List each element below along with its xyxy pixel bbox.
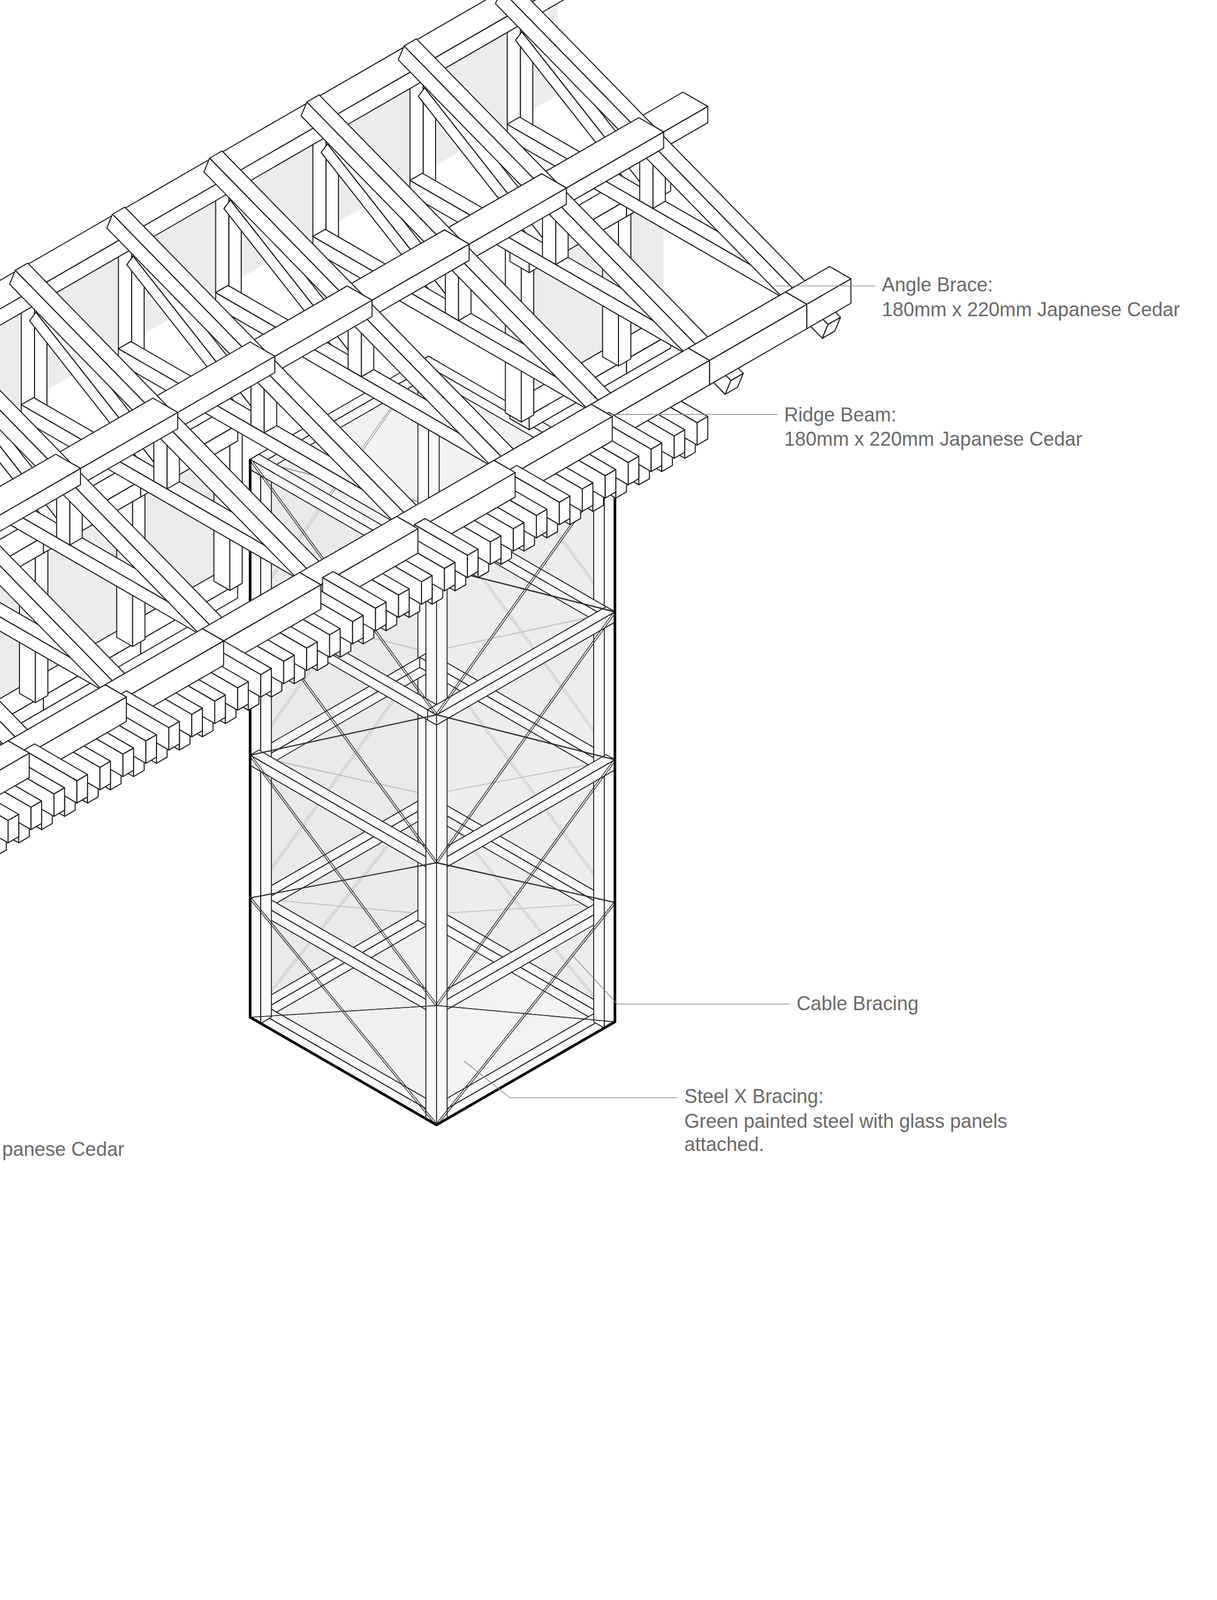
timber-face — [202, 572, 321, 642]
timber-face — [493, 404, 613, 473]
steel-ring — [249, 1002, 446, 1126]
cable-brace — [251, 607, 438, 863]
rafter — [204, 151, 549, 507]
cable-brace — [437, 715, 617, 760]
timber-face — [444, 173, 567, 244]
cable-brace — [251, 715, 438, 756]
steel-ring — [427, 606, 615, 725]
timber-face — [436, 902, 616, 1016]
cable-brace — [251, 862, 438, 899]
timber-face — [436, 759, 616, 874]
timber-face — [249, 1002, 446, 1115]
cable-brace — [437, 1005, 617, 1022]
steel-ring — [249, 750, 446, 874]
leader-line — [612, 413, 778, 415]
leader-line — [464, 1061, 678, 1098]
timber-face — [495, 0, 828, 339]
timber-face — [299, 516, 418, 586]
axonometric-frame — [0, 0, 852, 1126]
cable-brace — [251, 898, 438, 1126]
purlin — [0, 454, 81, 542]
callout-label: Ridge Beam: — [784, 403, 897, 427]
steel-ring — [427, 754, 615, 873]
timber-face — [590, 348, 710, 417]
timber-face — [249, 286, 372, 357]
callout-label: Green painted steel with glass panels at… — [684, 1109, 1063, 1157]
timber-face — [436, 560, 448, 1125]
timber-face — [55, 398, 178, 469]
timber-face — [152, 342, 275, 413]
rafter — [495, 0, 841, 339]
rafter — [9, 263, 355, 620]
timber-face — [301, 102, 634, 451]
timber-face — [427, 897, 615, 1006]
timber-face — [0, 740, 30, 810]
cable-brace — [435, 759, 615, 1006]
timber-face — [427, 754, 615, 863]
ridge-beam — [0, 740, 30, 834]
cable-brace — [251, 755, 438, 1006]
timber-face — [427, 606, 615, 715]
timber-face — [249, 755, 437, 873]
callout-label: 180mm x 220mm Japanese Cedar — [881, 297, 1180, 322]
timber-face — [541, 117, 664, 188]
steel-ring — [427, 1006, 615, 1125]
timber-face — [249, 750, 446, 863]
timber-face — [604, 464, 616, 1029]
timber-face — [427, 1006, 615, 1115]
timber-face — [0, 454, 81, 525]
cable-brace — [437, 759, 617, 1006]
timber-face — [347, 229, 469, 301]
timber-face — [8, 684, 127, 754]
leader-line — [775, 285, 876, 287]
timber-face — [398, 45, 731, 395]
timber-face — [249, 898, 437, 1016]
timber-face — [436, 612, 616, 726]
cable-brace — [437, 612, 617, 863]
callout-label: Steel X Bracing: — [684, 1084, 824, 1108]
cable-brace — [437, 862, 617, 903]
callout-label: Cable Bracing — [796, 991, 919, 1016]
steel-ring — [249, 893, 446, 1017]
cable-brace — [435, 862, 615, 903]
timber-face — [105, 628, 224, 698]
callout-label: Angle Brace: — [881, 273, 994, 297]
cable-brace — [248, 862, 435, 899]
rafter — [398, 38, 744, 395]
cable-brace — [248, 715, 435, 756]
leader-line — [571, 954, 791, 1005]
timber-face — [204, 158, 537, 507]
cable-brace — [437, 902, 617, 1125]
cable-brace — [248, 755, 435, 1006]
timber-face — [396, 460, 515, 529]
timber-face — [593, 464, 605, 1029]
rafter — [106, 207, 452, 563]
callout-label: panese Cedar — [2, 1137, 125, 1161]
steel-post — [425, 554, 447, 1126]
callout-label: 180mm x 220mm Japanese Cedar — [784, 427, 1083, 451]
timber-face — [249, 893, 446, 1006]
cable-brace — [435, 612, 615, 863]
timber-face — [106, 214, 440, 563]
timber-face — [9, 270, 343, 620]
steel-post — [593, 457, 615, 1029]
steel-ring — [427, 897, 615, 1016]
cable-brace — [251, 1005, 438, 1018]
timber-face — [0, 375, 161, 718]
cable-brace — [435, 715, 615, 760]
rafter — [301, 94, 647, 451]
timber-face — [425, 560, 437, 1125]
timber-face — [688, 291, 807, 361]
